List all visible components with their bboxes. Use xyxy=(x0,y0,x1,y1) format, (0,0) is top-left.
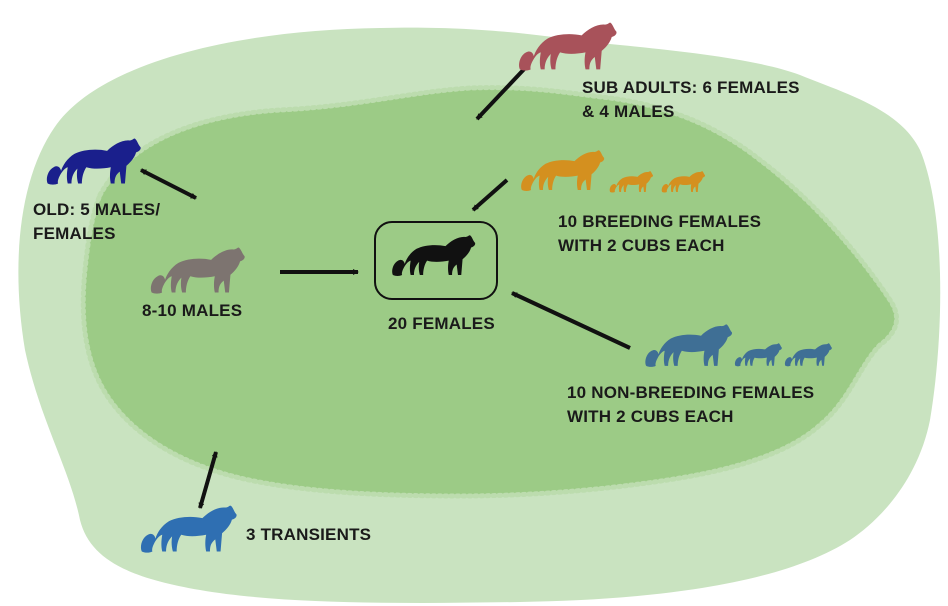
old-label-line1: OLD: 5 MALES/ xyxy=(33,198,160,222)
non-breeding-label: 10 NON-BREEDING FEMALES WITH 2 CUBS EACH xyxy=(567,381,814,429)
breeding-label-line1: 10 BREEDING FEMALES xyxy=(558,210,761,234)
sub-adults-label-line2: & 4 MALES xyxy=(582,100,800,124)
females-label: 20 FEMALES xyxy=(388,312,495,336)
breeding-label: 10 BREEDING FEMALES WITH 2 CUBS EACH xyxy=(558,210,761,258)
sub-adults-label: SUB ADULTS: 6 FEMALES & 4 MALES xyxy=(582,76,800,124)
breeding-label-line2: WITH 2 CUBS EACH xyxy=(558,234,761,258)
sub-adults-label-line1: SUB ADULTS: 6 FEMALES xyxy=(582,76,800,100)
non-breeding-label-line2: WITH 2 CUBS EACH xyxy=(567,405,814,429)
males-label: 8-10 MALES xyxy=(142,299,242,323)
non-breeding-label-line1: 10 NON-BREEDING FEMALES xyxy=(567,381,814,405)
old-label-line2: FEMALES xyxy=(33,222,160,246)
old-label: OLD: 5 MALES/ FEMALES xyxy=(33,198,160,246)
transients-label: 3 TRANSIENTS xyxy=(246,523,371,547)
